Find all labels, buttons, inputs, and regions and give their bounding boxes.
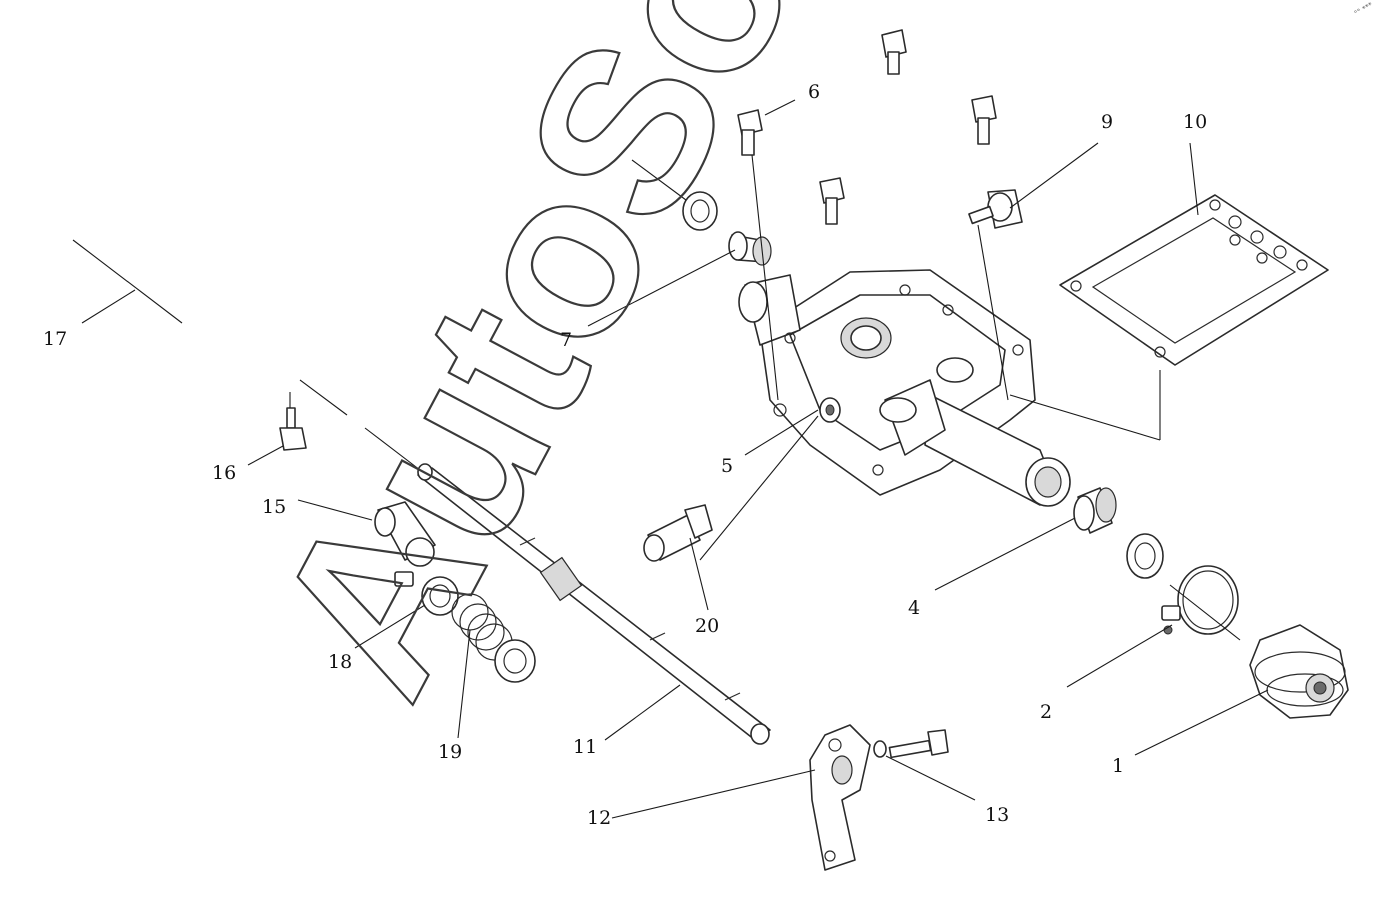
part-20-switch [643, 504, 713, 562]
part-10-gasket [1059, 194, 1329, 366]
part-18-washer [421, 576, 459, 616]
seal-ring-top [682, 191, 718, 231]
bolt-top-3 [819, 177, 845, 225]
bolt-top-2 [971, 95, 997, 145]
callout-2: 2 [1040, 701, 1052, 723]
leader-lines [72, 99, 1269, 819]
callout-16: 16 [212, 462, 236, 484]
part-11-shaft [417, 463, 771, 745]
part-2-clamp [1161, 565, 1239, 635]
bolt-top-1 [881, 29, 907, 75]
callout-5: 5 [721, 455, 733, 477]
part-5-ring [819, 397, 841, 423]
part-7-bushing [728, 231, 772, 266]
part-6-bolt [737, 109, 763, 156]
callout-13: 13 [985, 804, 1009, 826]
corner-mark: °° *** [1353, 1, 1375, 18]
gearshift-housing [738, 269, 1071, 507]
callout-17: 17 [43, 328, 67, 350]
callout-7: 7 [560, 329, 572, 351]
callout-9: 9 [1101, 111, 1113, 133]
part-13-bolt [873, 729, 949, 759]
callout-18: 18 [328, 651, 352, 673]
callout-20: 20 [695, 615, 719, 637]
callout-labels: 1 2 4 5 6 7 9 10 11 12 13 15 16 17 18 19… [43, 81, 1207, 829]
part-9-bolt [968, 189, 1023, 229]
part-1-boot [1249, 624, 1349, 719]
part-4-bushing [1073, 487, 1117, 534]
seal-ring-front [1126, 533, 1164, 579]
part-16-fitting [279, 407, 307, 451]
callout-15: 15 [262, 496, 286, 518]
callout-1: 1 [1112, 755, 1124, 777]
part-15-bushing [374, 501, 436, 587]
callout-11: 11 [573, 736, 597, 758]
callout-10: 10 [1183, 111, 1207, 133]
callout-4: 4 [908, 597, 920, 619]
part-12-lever [809, 724, 871, 871]
callout-6: 6 [808, 81, 820, 103]
callout-19: 19 [438, 741, 462, 763]
callout-12: 12 [587, 807, 611, 829]
